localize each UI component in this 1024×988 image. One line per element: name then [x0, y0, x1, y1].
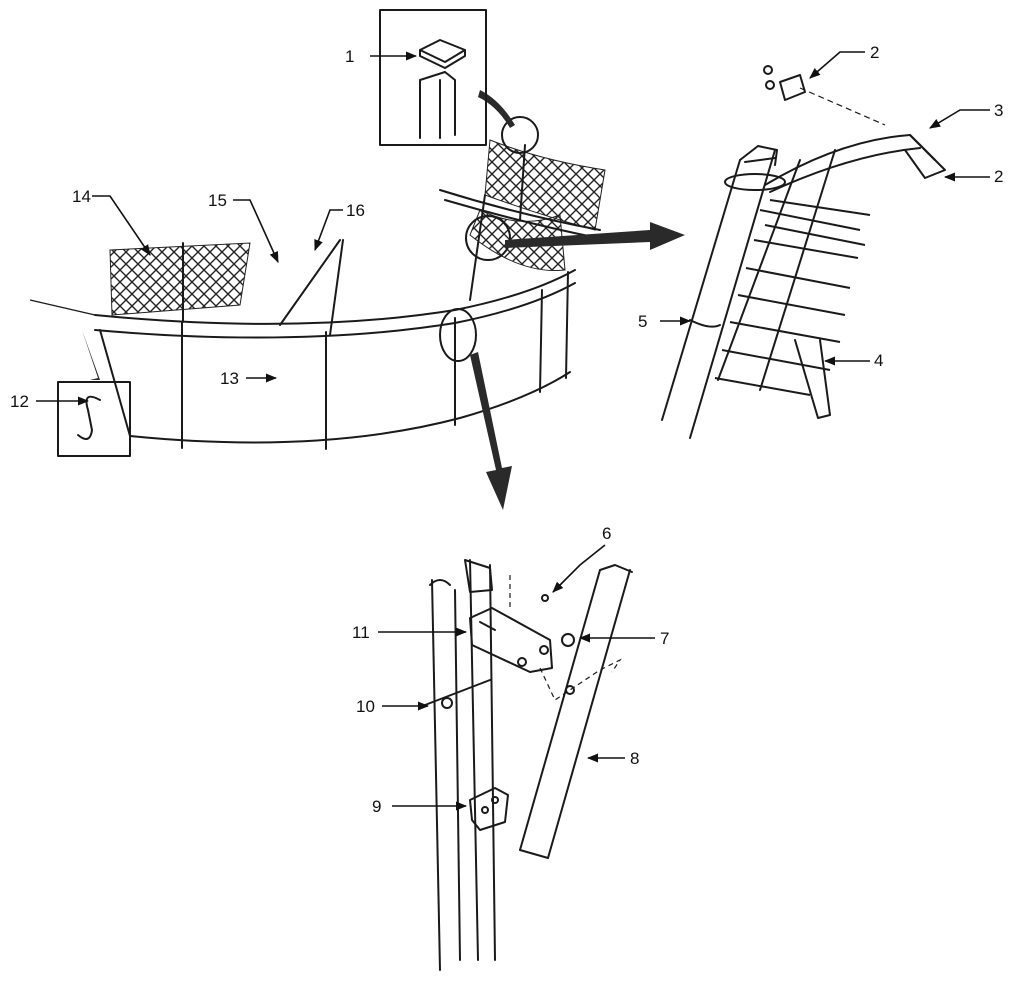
- callout-9: 9: [372, 797, 381, 816]
- inset-part-1: [379, 9, 487, 146]
- callout-6: 6: [602, 524, 611, 543]
- callout-13: 13: [220, 369, 239, 388]
- callout-1: 1: [345, 47, 354, 66]
- callout-2-right: 2: [994, 167, 1003, 186]
- callout-14: 14: [72, 187, 91, 206]
- leader-lines: [36, 51, 990, 811]
- callout-labels: 1 2 2 3 4 5 6 7 8 9 10 11 12 13 14 15 16: [10, 43, 1003, 816]
- bracket-detail: [424, 559, 633, 971]
- callout-11: 11: [352, 623, 370, 642]
- callout-15: 15: [208, 191, 227, 210]
- callout-3: 3: [994, 101, 1003, 120]
- callout-8: 8: [630, 749, 639, 768]
- callout-4: 4: [874, 351, 883, 370]
- detail-arrows: [82, 90, 685, 510]
- callout-2-top: 2: [870, 43, 879, 62]
- callout-16: 16: [346, 201, 365, 220]
- callout-10: 10: [356, 697, 375, 716]
- inset-part-12: [57, 381, 131, 457]
- callout-7: 7: [660, 629, 669, 648]
- ladder-detail: [661, 65, 946, 439]
- callout-12: 12: [10, 392, 29, 411]
- pool-wall: [29, 116, 606, 450]
- callout-5: 5: [638, 312, 647, 331]
